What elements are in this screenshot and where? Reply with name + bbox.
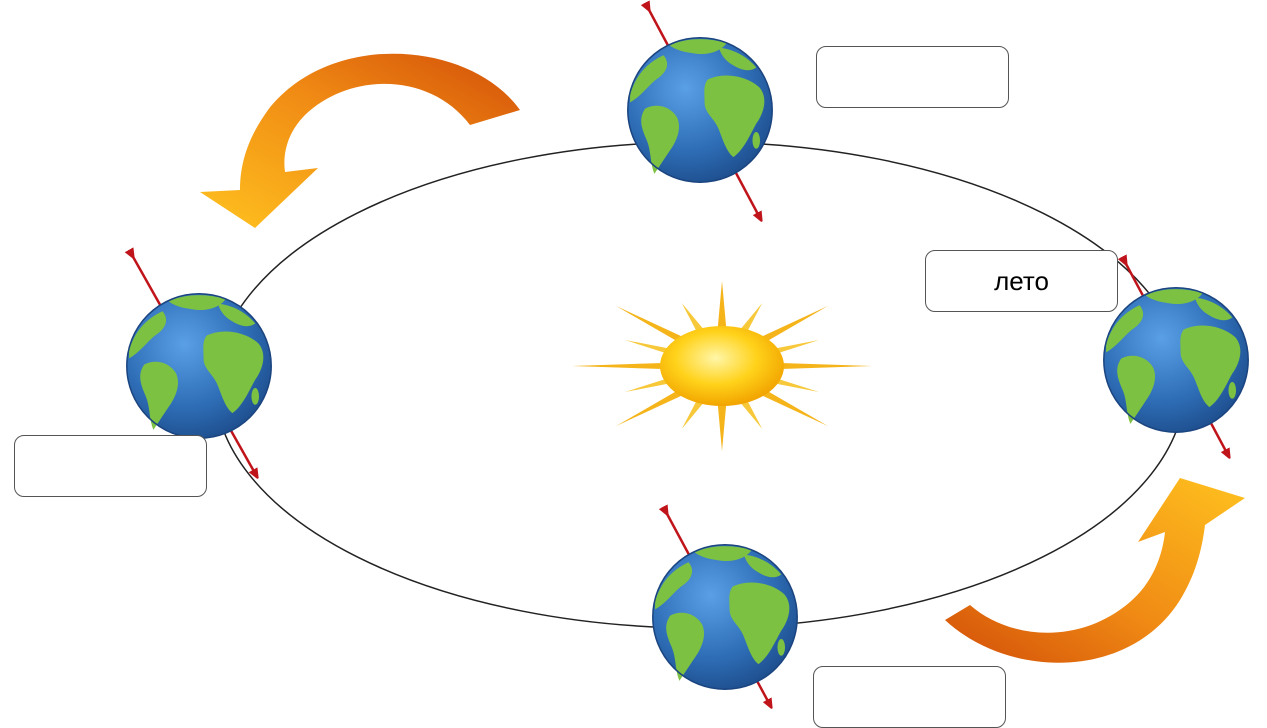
- sun-ray: [716, 393, 728, 451]
- sun-ray: [615, 305, 698, 349]
- earth-bottom: [652, 544, 798, 690]
- season-label-left[interactable]: [14, 435, 207, 497]
- sun-ray: [716, 281, 728, 339]
- season-label-bottom[interactable]: [813, 666, 1006, 728]
- sun-ray: [746, 383, 829, 427]
- sun: [572, 281, 872, 451]
- season-arrow-top-left: [200, 53, 520, 228]
- sun-ray: [761, 362, 872, 370]
- season-label-top[interactable]: [816, 46, 1009, 108]
- sun-core: [660, 326, 784, 406]
- season-label-right[interactable]: лето: [925, 250, 1118, 312]
- season-arrow-bottom-right: [945, 478, 1245, 663]
- sun-ray: [746, 305, 829, 349]
- earth-top: [627, 37, 773, 183]
- earth-right: [1103, 287, 1249, 433]
- sun-ray: [572, 362, 683, 370]
- sun-ray: [615, 383, 698, 427]
- earth-left: [126, 293, 272, 439]
